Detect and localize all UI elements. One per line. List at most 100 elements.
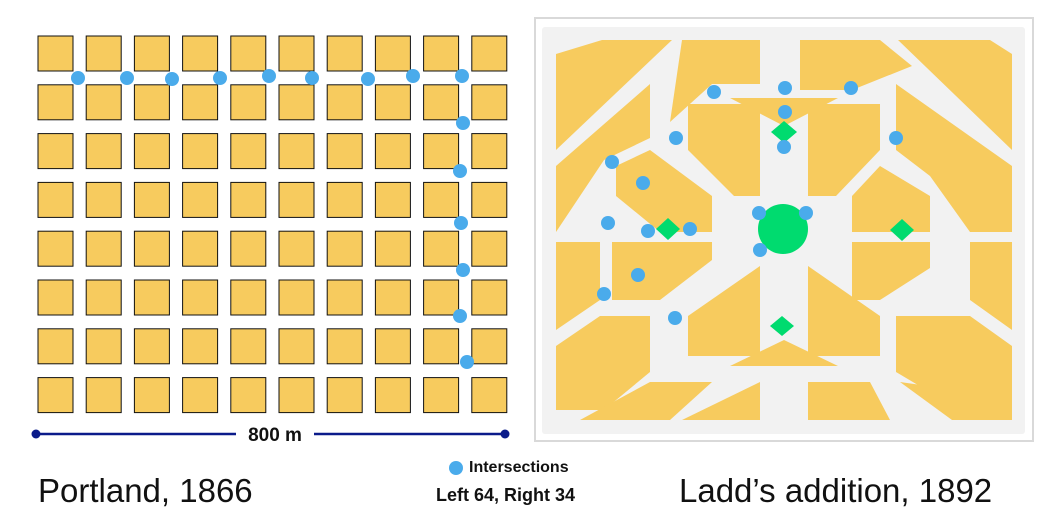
- city-block: [326, 181, 363, 218]
- ladd-addition-map: [534, 17, 1034, 442]
- city-block: [423, 35, 460, 72]
- city-block: [85, 181, 122, 218]
- city-block: [423, 84, 460, 121]
- city-block: [898, 40, 1012, 150]
- ladd-parks: [656, 121, 914, 336]
- intersection-marker: [799, 206, 813, 220]
- city-block: [900, 382, 1012, 420]
- city-block: [37, 133, 74, 170]
- intersection-marker: [605, 155, 619, 169]
- intersection-marker: [777, 140, 791, 154]
- city-block: [423, 230, 460, 267]
- city-block: [230, 133, 267, 170]
- city-block: [37, 35, 74, 72]
- intersection-marker: [844, 81, 858, 95]
- city-block: [230, 181, 267, 218]
- city-block: [278, 230, 315, 267]
- city-block: [133, 230, 170, 267]
- city-block: [85, 328, 122, 365]
- city-block: [374, 133, 411, 170]
- intersection-marker: [453, 309, 467, 323]
- intersection-marker: [406, 69, 420, 83]
- city-block: [471, 181, 508, 218]
- scale-bar-label: 800 m: [248, 425, 302, 446]
- city-block: [808, 266, 880, 356]
- scale-bar-end: [31, 429, 41, 439]
- city-block: [278, 35, 315, 72]
- city-block: [326, 328, 363, 365]
- city-block: [730, 340, 838, 366]
- intersection-counts: Left 64, Right 34: [436, 485, 576, 505]
- diamond-park: [771, 121, 797, 143]
- city-block: [670, 40, 760, 122]
- city-block: [278, 377, 315, 414]
- portland-title: Portland, 1866: [38, 472, 253, 509]
- city-block: [612, 242, 712, 300]
- diamond-park: [656, 218, 680, 240]
- city-block: [852, 166, 930, 232]
- intersection-marker: [460, 355, 474, 369]
- city-block: [37, 328, 74, 365]
- intersection-marker: [597, 287, 611, 301]
- ladd-title: Ladd’s addition, 1892: [679, 472, 993, 509]
- city-block: [556, 242, 600, 330]
- central-park-circle: [758, 204, 808, 254]
- city-block: [374, 377, 411, 414]
- diamond-park: [890, 219, 914, 241]
- intersection-marker: [753, 243, 767, 257]
- city-block: [85, 35, 122, 72]
- city-block: [85, 377, 122, 414]
- city-block: [230, 35, 267, 72]
- intersection-marker: [456, 116, 470, 130]
- city-block: [326, 133, 363, 170]
- city-block: [326, 84, 363, 121]
- city-block: [326, 230, 363, 267]
- city-block: [85, 133, 122, 170]
- intersection-marker: [707, 85, 721, 99]
- city-block: [423, 181, 460, 218]
- city-block: [374, 181, 411, 218]
- city-block: [85, 84, 122, 121]
- city-block: [326, 377, 363, 414]
- intersection-marker: [453, 164, 467, 178]
- city-block: [278, 328, 315, 365]
- intersection-marker: [120, 71, 134, 85]
- city-block: [688, 104, 760, 196]
- city-block: [182, 279, 219, 316]
- intersection-marker: [305, 71, 319, 85]
- city-block: [133, 84, 170, 121]
- city-block: [37, 377, 74, 414]
- city-block: [278, 133, 315, 170]
- intersection-marker: [631, 268, 645, 282]
- intersection-marker: [778, 81, 792, 95]
- city-block: [326, 35, 363, 72]
- city-block: [808, 382, 890, 420]
- intersection-marker: [454, 216, 468, 230]
- scale-bar: 800 m: [31, 425, 510, 446]
- intersection-marker: [456, 263, 470, 277]
- city-block: [326, 279, 363, 316]
- city-block: [133, 133, 170, 170]
- intersection-marker: [455, 69, 469, 83]
- city-block: [580, 382, 712, 420]
- city-block: [37, 279, 74, 316]
- city-block: [230, 230, 267, 267]
- city-block: [182, 230, 219, 267]
- intersection-marker: [601, 216, 615, 230]
- city-block: [374, 328, 411, 365]
- city-block: [471, 279, 508, 316]
- scale-bar-end: [500, 429, 510, 439]
- city-block: [800, 40, 912, 90]
- city-block: [85, 279, 122, 316]
- intersection-marker: [889, 131, 903, 145]
- intersection-marker: [668, 311, 682, 325]
- city-block: [852, 242, 930, 300]
- city-block: [230, 279, 267, 316]
- diamond-park: [770, 316, 794, 336]
- city-block: [556, 316, 650, 410]
- intersection-marker: [262, 69, 276, 83]
- intersection-marker: [165, 72, 179, 86]
- city-block: [182, 181, 219, 218]
- city-block: [808, 104, 880, 196]
